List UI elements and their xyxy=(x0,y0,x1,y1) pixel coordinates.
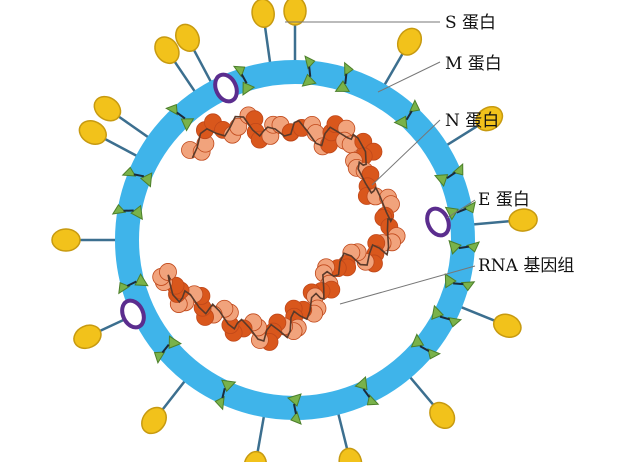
spike-protein-icon xyxy=(51,228,131,252)
membrane-protein-icon xyxy=(287,393,302,425)
membrane-protein-icon xyxy=(334,61,354,92)
e-proteins xyxy=(120,72,451,330)
membrane-protein-icon xyxy=(433,162,464,188)
membrane-protein-icon xyxy=(301,55,317,87)
membrane-protein-icon xyxy=(153,335,182,365)
leader-rna-genome xyxy=(339,265,476,305)
membrane-protein-icon xyxy=(118,273,149,295)
membrane-protein-icon xyxy=(354,376,380,406)
rna-strand xyxy=(167,115,394,343)
membrane-protein-icon xyxy=(410,333,441,360)
leader-m-protein xyxy=(377,61,441,93)
membrane-protein-icon xyxy=(232,65,256,96)
membrane-protein-icon xyxy=(111,203,143,221)
m-proteins xyxy=(111,55,480,425)
label-e-protein: E 蛋白 xyxy=(478,190,530,210)
leader-lines xyxy=(285,21,476,305)
leader-n-protein xyxy=(371,119,441,186)
envelope-protein-icon xyxy=(120,298,146,330)
leader-e-protein xyxy=(446,199,476,219)
label-rna-genome: RNA 基因组 xyxy=(478,256,574,276)
membrane-protein-icon xyxy=(431,304,463,328)
membrane-protein-icon xyxy=(448,239,480,255)
spike-protein-icon xyxy=(93,95,162,147)
spike-protein-icon xyxy=(154,36,205,105)
membrane-protein-icon xyxy=(165,103,195,132)
membrane-protein-icon xyxy=(393,99,421,130)
membrane-protein-icon xyxy=(444,273,476,292)
membrane-protein-icon xyxy=(214,379,237,411)
nucleocapsid-bead-icon xyxy=(159,263,177,281)
spike-proteins xyxy=(51,0,538,462)
envelope-protein-icon xyxy=(213,72,239,104)
label-m-protein: M 蛋白 xyxy=(445,54,502,74)
membrane-protein-icon xyxy=(121,166,153,188)
rna-nucleocapsid xyxy=(152,106,406,351)
membrane-protein-icon xyxy=(444,201,476,221)
label-n-protein: N 蛋白 xyxy=(445,111,499,131)
label-s-protein: S 蛋白 xyxy=(445,13,496,33)
